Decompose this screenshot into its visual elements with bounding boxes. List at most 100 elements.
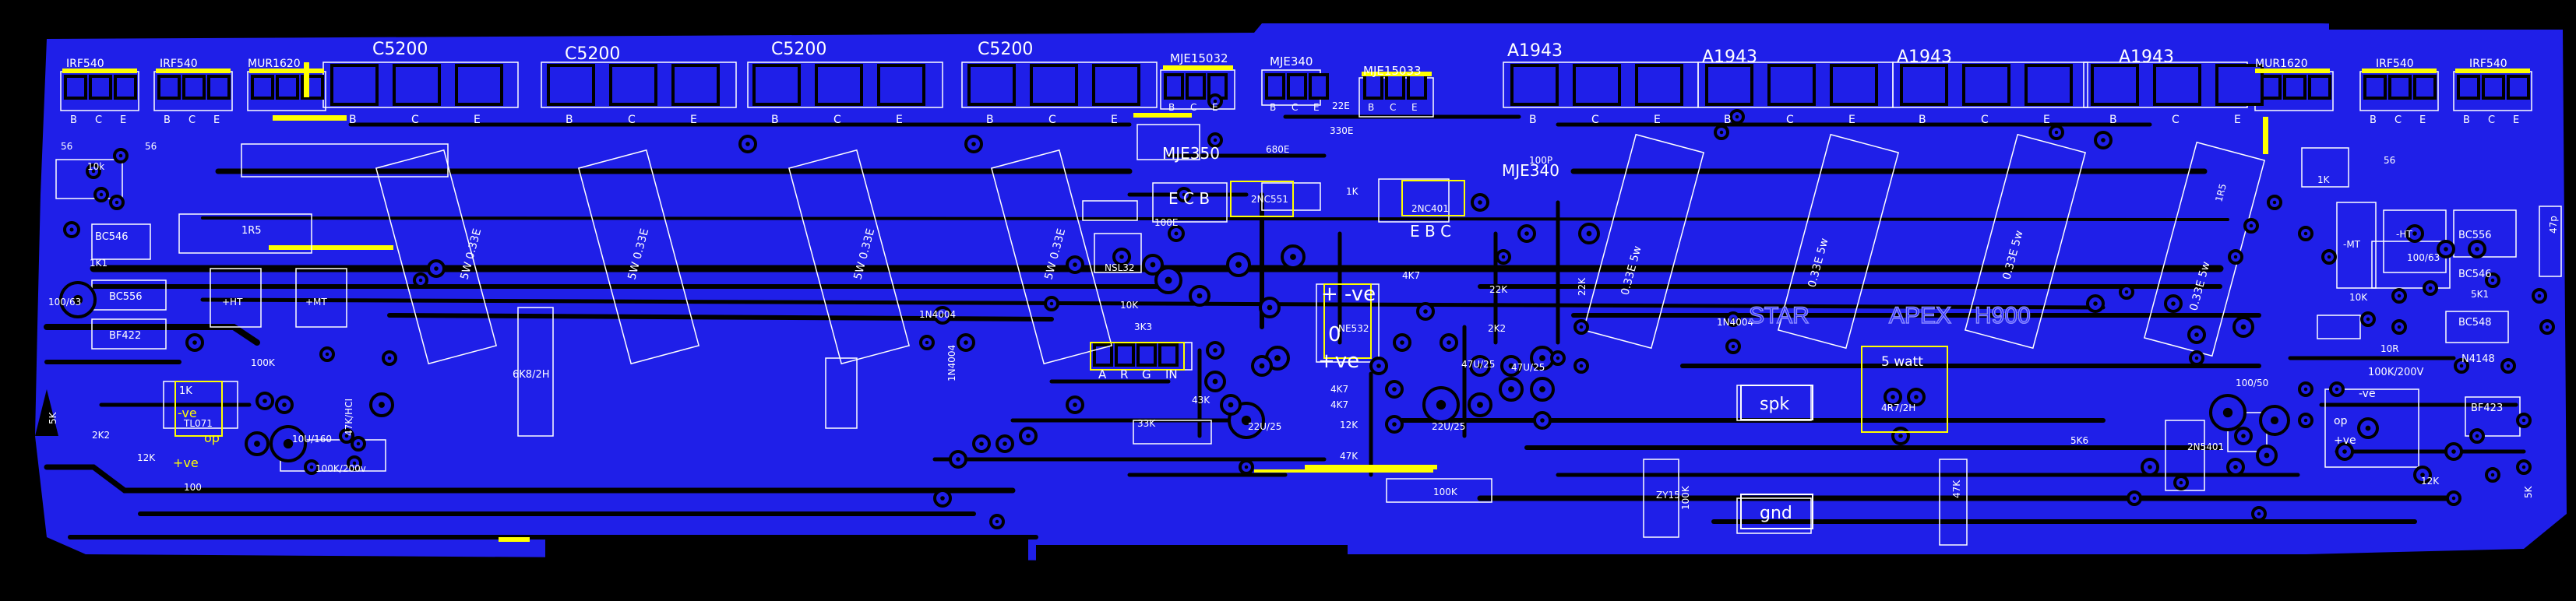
- supply-minus: + -ve: [1321, 283, 1376, 306]
- pad-small-3-2: [2308, 75, 2331, 100]
- round-pad-76-hole: [1898, 434, 1903, 438]
- round-pad-8-hole: [1150, 262, 1156, 268]
- round-pad-87-hole: [2233, 465, 2238, 469]
- pad-small-5-1: [2482, 75, 2505, 100]
- label-r33k: 33K: [1137, 418, 1156, 429]
- label-a1943-4: A1943: [2119, 47, 2174, 67]
- pad-driver-2-0: [1363, 73, 1383, 100]
- pin-letter-driver-2-1: C: [1390, 102, 1396, 113]
- round-pad-23-hole: [1539, 386, 1545, 392]
- pad-big-0-1: [393, 64, 441, 106]
- pad-small-0-0: [64, 75, 87, 100]
- round-pad-110-hole: [2366, 317, 2370, 322]
- label-r56-right: 56: [2384, 155, 2395, 166]
- spk-terminal[interactable]: [1740, 385, 1813, 420]
- round-pad-72-hole: [1731, 317, 1736, 322]
- label-r2k2-mid: 2K2: [1488, 323, 1506, 334]
- round-pad-14-hole: [1376, 364, 1381, 368]
- pin-letter-driver-1-1: C: [1292, 102, 1298, 113]
- pad-big-3-0: [967, 64, 1016, 106]
- label-1n4004-b: 1N4004: [946, 345, 957, 381]
- pin-letter-big-1-0: B: [566, 114, 573, 126]
- round-pad-31-hole: [1586, 230, 1592, 237]
- round-pad-45-hole: [1073, 402, 1077, 407]
- copper-layer: [35, 23, 2567, 561]
- label-cap-100-63-left: 100/63: [48, 297, 81, 308]
- round-pad-119-hole: [2249, 223, 2254, 228]
- board-brand: STAR APEX H900: [1748, 302, 2031, 329]
- pad-big-2-0: [752, 64, 801, 106]
- round-pad-18-hole: [1423, 309, 1428, 314]
- label-op-plus: +ve: [2334, 434, 2356, 447]
- label-1k-left: 1K: [179, 385, 192, 397]
- pin-letter-small-4-0: B: [2370, 114, 2377, 126]
- pad-big-2-2: [877, 64, 925, 106]
- pin-letter-driver-0-0: B: [1168, 102, 1175, 113]
- pin-letter-big-6-2: E: [2043, 114, 2050, 126]
- round-pad-83-hole: [2222, 407, 2233, 418]
- pin-letter-big-0-0: B: [349, 114, 357, 126]
- pin-letter-big-1-2: E: [690, 114, 697, 126]
- label-n4148: N4148: [2461, 353, 2495, 365]
- round-pad-53-hole: [69, 227, 74, 232]
- round-pad-30-hole: [1556, 356, 1560, 360]
- round-pad-40-hole: [1049, 301, 1054, 306]
- spk-label: spk: [1760, 395, 1789, 414]
- label-r4r7-2h: 4R7/2H: [1881, 402, 1915, 413]
- pin-letter-small-5-2: E: [2513, 114, 2519, 126]
- label-1r5-left: 1R5: [241, 225, 262, 237]
- right-labels: 5 watt 4R7/2H 1N4004 ZY15 100K 47K 5K6 2…: [1656, 155, 2559, 510]
- label-input-r: R: [1120, 367, 1128, 381]
- brand-model: H900: [1975, 303, 2031, 329]
- round-pad-112-hole: [2459, 364, 2464, 368]
- label-irf540-right-1: IRF540: [2376, 58, 2414, 70]
- pin-letter-big-3-0: B: [986, 114, 994, 126]
- gnd-terminal[interactable]: [1740, 494, 1813, 529]
- label-r47k-mid: 47K: [1340, 451, 1358, 462]
- label-a1943-1: A1943: [1507, 41, 1563, 61]
- pad-big-1-2: [671, 64, 720, 106]
- label-r22e: 22E: [1332, 100, 1350, 111]
- pin-letter-big-2-2: E: [896, 114, 903, 126]
- brand-star: STAR: [1749, 303, 1810, 329]
- round-pad-59-hole: [282, 402, 287, 407]
- label-r100k-right: 100K: [1680, 485, 1691, 510]
- label-bc546-right: BC546: [2458, 269, 2492, 280]
- round-pad-107-hole: [2475, 247, 2479, 251]
- pin-letter-big-2-1: C: [833, 114, 841, 126]
- pin-letter-small-5-1: C: [2488, 114, 2495, 126]
- round-pad-10-hole: [1267, 304, 1273, 311]
- pin-letter-big-5-2: E: [1848, 114, 1855, 126]
- label-r47k-right: 47K: [1951, 480, 1962, 498]
- label-r12k-left: 12K: [137, 452, 156, 463]
- round-pad-36-hole: [964, 340, 968, 345]
- round-pad-100-hole: [2490, 473, 2495, 477]
- pin-letter-driver-0-1: C: [1190, 102, 1196, 113]
- supply-plus: +ve: [1318, 350, 1359, 373]
- pad-big-5-0: [1705, 64, 1753, 106]
- label-mt-minus: -MT: [2343, 239, 2361, 250]
- round-pad-84-hole: [2270, 416, 2279, 425]
- label-mur1620-left: MUR1620: [248, 58, 301, 70]
- pad-big-6-0: [1900, 64, 1948, 106]
- round-pad-122-hole: [2054, 130, 2059, 135]
- pads: [64, 64, 2530, 367]
- round-pad-64-hole: [192, 340, 197, 345]
- label-1r5-right: 1R5: [2213, 182, 2229, 202]
- round-pad-97-hole: [2420, 473, 2425, 477]
- pad-big-1-0: [547, 64, 595, 106]
- pad-driver-1-2: [1309, 73, 1329, 100]
- label-c5200-4: C5200: [978, 40, 1033, 59]
- label-1n4004-a: 1N4004: [919, 309, 956, 320]
- left-op-marks: +ve op -ve: [173, 406, 220, 470]
- gnd-label: gnd: [1760, 504, 1792, 523]
- pad-driver-0-1: [1186, 73, 1206, 100]
- pad-input-2: [1136, 343, 1157, 367]
- round-pad-95-hole: [2342, 449, 2347, 454]
- round-pad-61-hole: [254, 441, 260, 447]
- round-pad-82-hole: [2194, 356, 2199, 360]
- label-cap-47u25-a: 47U/25: [1461, 359, 1495, 370]
- pin-letter-small-0-0: B: [70, 114, 77, 126]
- label-r5k-left: 5K: [48, 411, 58, 424]
